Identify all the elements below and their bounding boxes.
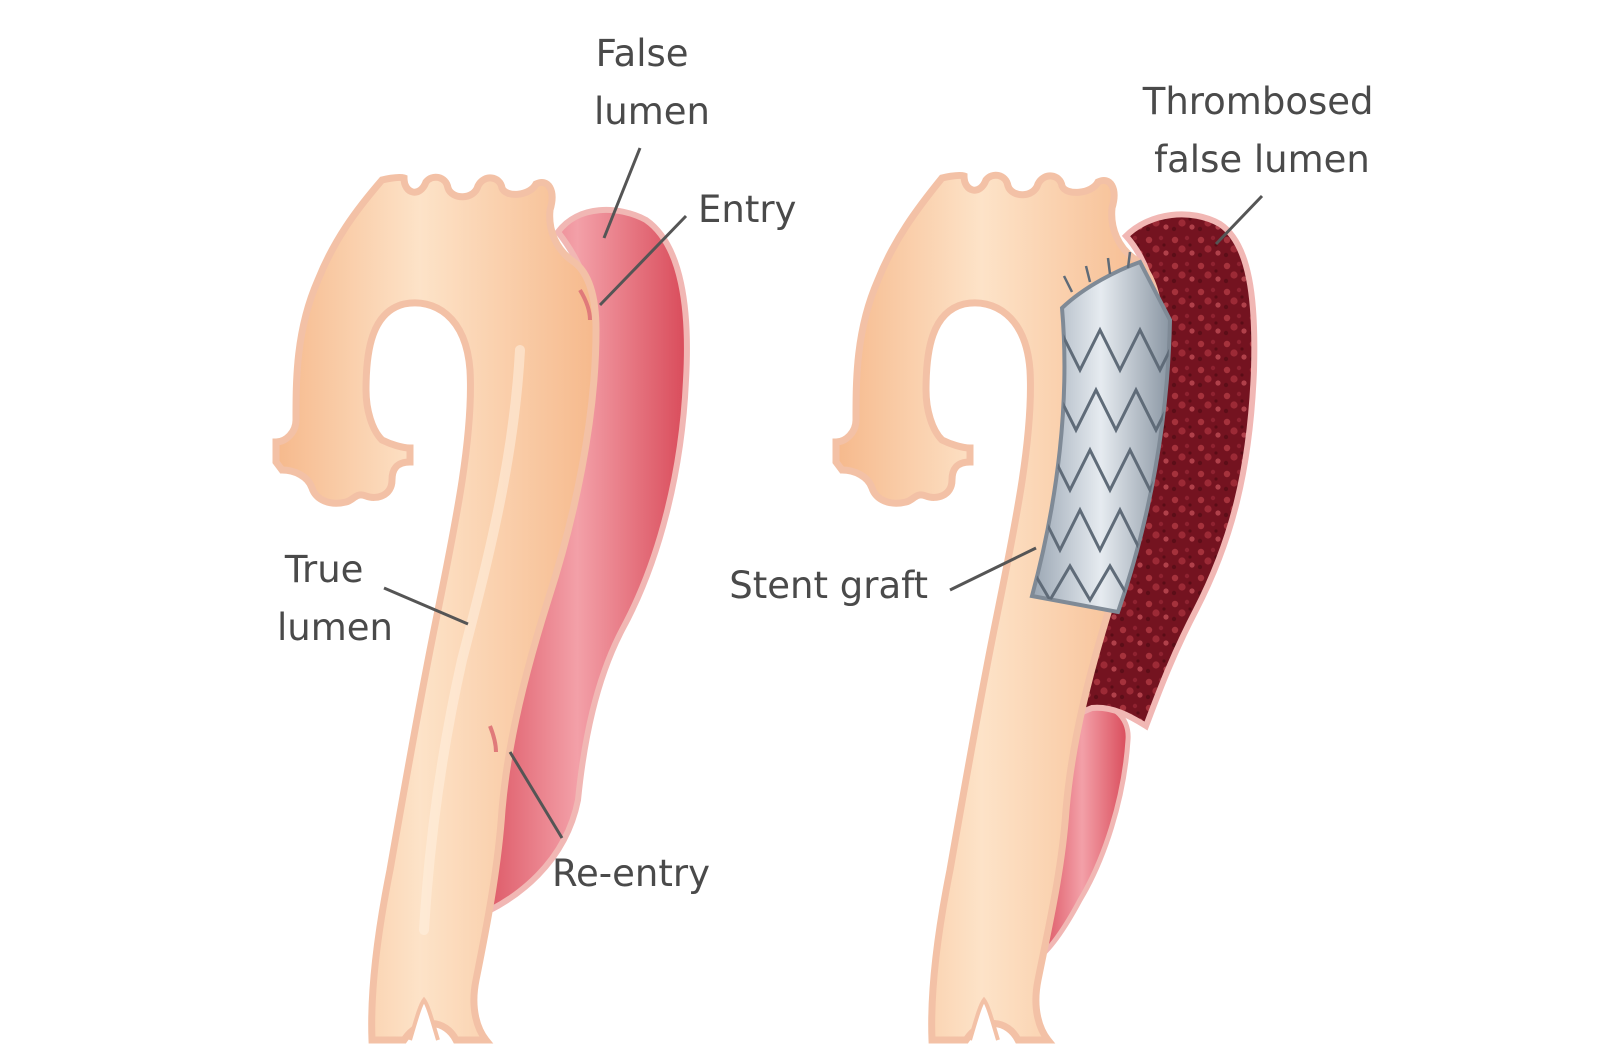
right-bottom-bifurcation [968,996,1000,1041]
leader-thrombosed-false-lumen [1214,194,1264,246]
label-thrombosed-line2: false lumen [1154,138,1370,181]
leader-false-lumen [602,147,642,239]
label-true-lumen-line1: True [284,548,364,591]
label-entry: Entry [698,188,796,231]
right-panel-stent-graft: Thrombosed false lumen Stent graft [729,80,1386,1044]
leader-entry [598,214,688,307]
label-false-lumen: False lumen [594,32,710,133]
label-thrombosed-line1: Thrombosed [1142,80,1374,123]
leader-re-entry [508,751,564,839]
entry-tear [578,288,592,321]
label-false-lumen-line2: lumen [594,90,710,133]
leader-true-lumen [383,586,469,626]
label-true-lumen: True lumen [277,548,393,649]
true-lumen-highlight [419,345,525,935]
stent-graft-barbs [1062,251,1132,293]
bottom-bifurcation [408,996,440,1041]
left-panel-dissection: False lumen Entry True lumen Re-entry [272,32,796,1044]
stent-graft-body [1029,259,1173,615]
leader-stent-graft [949,546,1037,592]
label-re-entry: Re-entry [552,852,710,895]
re-entry-tear [488,725,498,753]
label-true-lumen-line2: lumen [277,606,393,649]
label-false-lumen-line1: False [596,32,689,75]
label-thrombosed-false-lumen: Thrombosed false lumen [1142,80,1386,181]
label-stent-graft: Stent graft [729,564,928,607]
stent-graft-device [1029,251,1173,615]
